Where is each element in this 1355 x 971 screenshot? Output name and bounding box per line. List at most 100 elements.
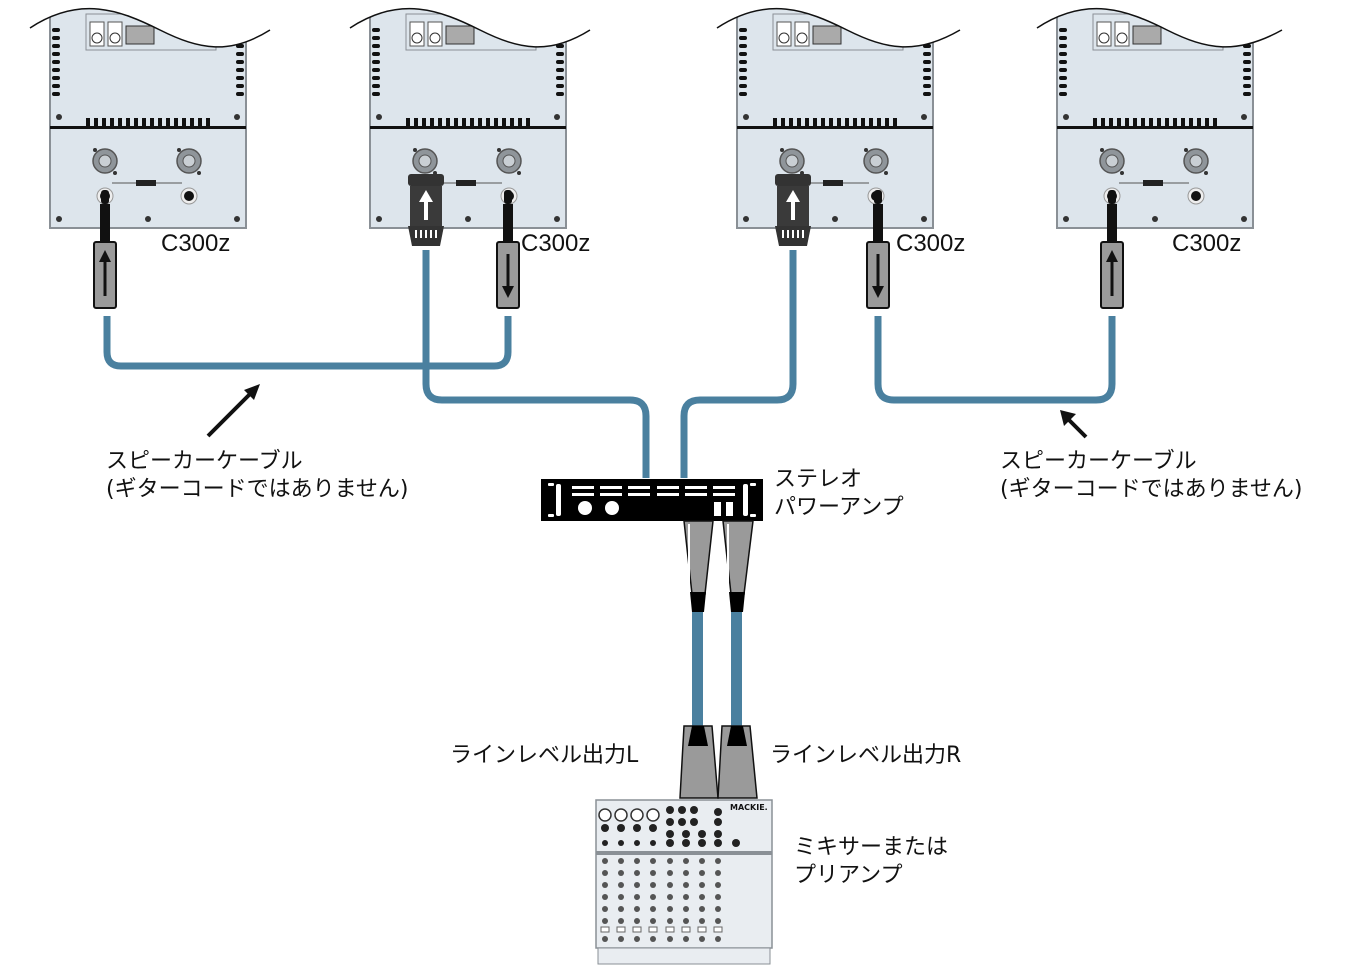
power-amp [541,479,763,521]
power-amp-label: ステレオ パワーアンプ [774,466,904,522]
mixer-knob [602,870,608,876]
cable-spk1-to-spk2 [103,316,512,370]
power-amp-line1: ステレオ [774,467,863,492]
speaker-cables [103,250,1116,478]
mixer-knob [634,918,640,924]
mixer-knob [650,858,656,864]
speaker-4-model: C300z [1172,230,1241,257]
speaker-cable-left-line2: (ギターコードではありません) [106,477,409,502]
mixer-knob [634,906,640,912]
mixer-knob [699,870,705,876]
mixer-button [632,926,642,933]
arrow-right [1066,417,1088,439]
speaker-cable-right-line1: スピーカーケーブル [1000,449,1197,474]
mixer-knob [699,894,705,900]
speaker-cable-left-label: スピーカーケーブル (ギターコードではありません) [106,448,409,504]
mixer-knob [634,936,640,942]
mixer-button [681,926,691,933]
speaker-2 [349,0,591,310]
speaker-cable-right-label: スピーカーケーブル (ギターコードではありません) [1000,448,1303,504]
mixer-knob [618,906,624,912]
mixer-line1: ミキサーまたは [794,835,949,860]
mixer-knob [683,936,689,942]
mixer-knob [683,882,689,888]
mixer-knob [602,894,608,900]
mixer-knob [602,906,608,912]
cable-amp-left-to-spk2 [422,250,650,478]
mixer-knob [634,894,640,900]
mixer-button [665,926,675,933]
speakon-plug-input [406,172,446,248]
power-amp-line2: パワーアンプ [774,495,904,520]
mixer-knob [618,858,624,864]
mixer-knob [683,918,689,924]
pointer-arrows [206,384,1088,439]
speaker-3 [716,0,961,310]
speaker-4 [1036,0,1283,310]
mixer-knob [715,894,721,900]
mixer-knob [667,936,673,942]
speaker-1-model: C300z [161,230,230,257]
line-out-right-label: ラインレベル出力R [770,743,962,768]
mixer-knob [634,882,640,888]
mixer-knob [650,882,656,888]
mixer-label: ミキサーまたは プリアンプ [794,834,948,890]
speaker-cable-left-line1: スピーカーケーブル [106,449,303,474]
line-out-left-label: ラインレベル出力L [450,743,639,768]
mixer-knob [699,882,705,888]
mixer-knob [683,894,689,900]
speakon-plug-input [773,172,813,248]
mixer-knob [650,918,656,924]
cable-amp-right-to-spk3 [680,250,797,478]
mixer-brand: MACKIE. [730,803,768,812]
mixer-knob [715,918,721,924]
speaker-cable-right-line2: (ギターコードではありません) [1000,477,1303,502]
speaker-3-model: C300z [896,230,965,257]
mixer-knob [683,870,689,876]
mixer-knob [618,936,624,942]
mixer-knob [683,858,689,864]
mixer-knob [618,918,624,924]
mixer-button [713,926,723,933]
mixer-knob [667,894,673,900]
mixer-knob [602,936,608,942]
mixer-knob [618,870,624,876]
mixer-knob [650,894,656,900]
mixer: MACKIE. [595,799,773,965]
mixer-button [600,926,610,933]
speaker-2-model: C300z [521,230,590,257]
mixer-knob [667,918,673,924]
mixer-knob [650,906,656,912]
mixer-knob [683,906,689,912]
mixer-knob [715,870,721,876]
mixer-knob [715,882,721,888]
mixer-button [616,926,626,933]
mixer-knob [699,936,705,942]
mixer-knob [715,936,721,942]
mixer-knob [602,858,608,864]
mixer-button [648,926,658,933]
line-level-cables [679,520,758,799]
mixer-knob [667,870,673,876]
mixer-knob [618,882,624,888]
mixer-knob [699,918,705,924]
cable-spk3-to-spk4 [874,316,1116,404]
mixer-line2: プリアンプ [794,863,903,888]
mixer-knob [634,858,640,864]
mixer-knob [650,870,656,876]
mixer-knob [618,894,624,900]
mixer-knob [667,906,673,912]
mixer-knob [650,936,656,942]
mixer-knob [602,882,608,888]
mixer-knob [634,870,640,876]
arrow-left [206,392,252,438]
mixer-button [697,926,707,933]
speaker-1 [29,0,271,310]
mixer-knob [667,858,673,864]
mixer-knob [715,858,721,864]
mixer-knob [699,906,705,912]
mixer-knob [667,882,673,888]
mixer-knob [699,858,705,864]
mixer-knob [715,906,721,912]
